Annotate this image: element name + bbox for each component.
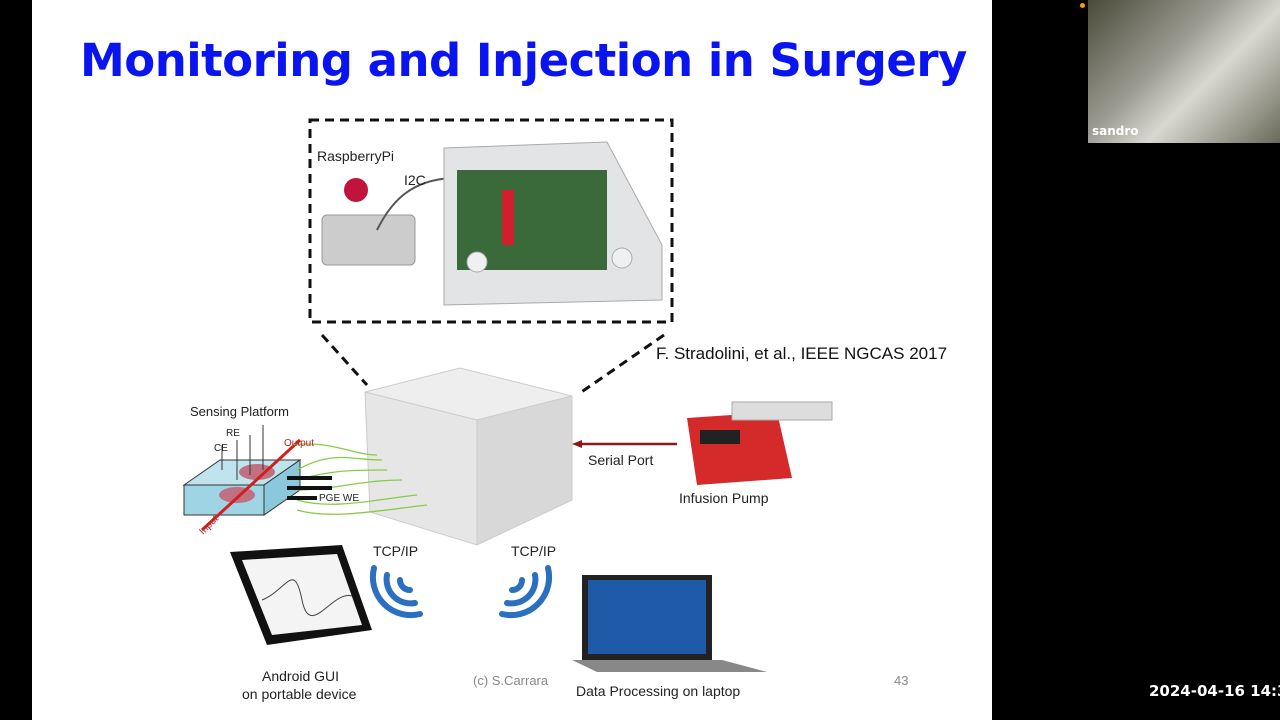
citation: F. Stradolini, et al., IEEE NGCAS 2017 [656, 344, 948, 363]
wifi-icon-right [499, 565, 553, 619]
label-infusion-pump: Infusion Pump [679, 490, 769, 506]
raspberry-logo [344, 178, 368, 202]
presentation-slide: Monitoring and Injection in Surgery [32, 0, 992, 720]
label-i2c: I2C [404, 172, 426, 188]
label-data-processing: Data Processing on laptop [576, 683, 741, 699]
raspberry-pi-case [321, 214, 416, 266]
label-re: RE [226, 428, 240, 439]
label-tcpip-left: TCP/IP [373, 543, 419, 559]
participant-name: sandro [1092, 124, 1139, 138]
label-ce: CE [214, 443, 228, 454]
label-output: Output [284, 438, 315, 449]
page-number: 43 [894, 673, 909, 688]
infusion-pump [687, 412, 792, 485]
wifi-icon-left [369, 565, 423, 619]
slide-title: Monitoring and Injection in Surgery [80, 34, 967, 87]
label-serial-port: Serial Port [588, 452, 654, 468]
system-diagram [182, 118, 833, 672]
label-tcpip-right: TCP/IP [511, 543, 557, 559]
label-raspberrypi: RaspberryPi [317, 148, 395, 164]
label-portable-device: on portable device [242, 686, 357, 702]
recording-indicator-icon [1080, 3, 1085, 8]
timestamp: 2024-04-16 14:3 [1149, 682, 1280, 700]
label-pge-we: PGE WE [319, 493, 360, 504]
label-android-gui: Android GUI [262, 668, 340, 684]
copyright: (c) S.Carrara [473, 673, 549, 688]
participant-video-tile[interactable]: sandro [1088, 0, 1280, 143]
label-sensing-platform: Sensing Platform [190, 404, 289, 419]
zoom-box [308, 118, 674, 324]
